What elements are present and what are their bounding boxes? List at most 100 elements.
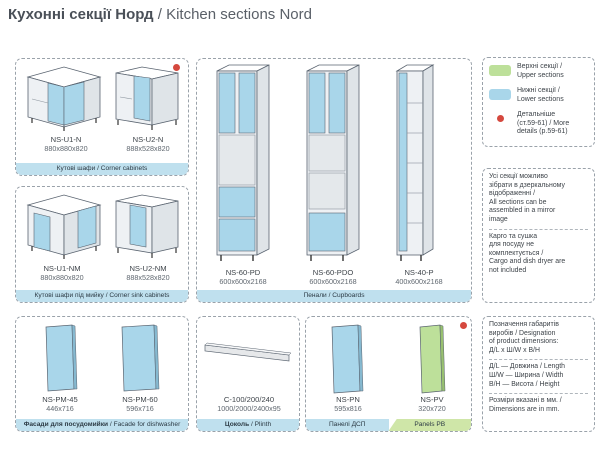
note-line: Д/L — Довжина / Length [489, 363, 565, 371]
caption-ua: Кутові шафи [56, 165, 96, 172]
note-line: зібрати в дзеркальному [489, 181, 565, 189]
caption-right: Panels PB [388, 419, 471, 431]
item-size: 888x528x820 [126, 144, 170, 153]
sink-caption: Кутові шафи під мийку / Corner sink cabi… [16, 290, 188, 302]
legend-detail-2: (ст.59-61) / More [517, 119, 570, 127]
plinth-panel: C-100/200/240 1000/2000/2400x95 Цоколь /… [196, 316, 300, 432]
plinth-caption: Цоколь / Plinth [197, 419, 299, 431]
detail-dot-icon [497, 115, 504, 122]
note-line: комплектується / [489, 249, 544, 257]
detail-marker [173, 64, 180, 71]
note-line: В/H — Висота / Height [489, 380, 560, 388]
corner-item-u2: NS-U2-N 888x528x820 [108, 135, 188, 153]
item-code: NS-U2-NM [129, 264, 167, 273]
item-code: NS-60-PD [225, 268, 261, 277]
facade-item-pm60: NS-PM-60 596x716 [100, 395, 180, 413]
note-line: Dimensions are in mm. [489, 405, 560, 413]
item-size: 888x528x820 [126, 273, 170, 282]
item-code: NS-U1-NM [43, 264, 81, 273]
panels-caption: Панелі ДСП Panels PB [306, 419, 471, 431]
note-line: Д/L x Ш/W x В/H [489, 346, 540, 354]
sink-cabinet-u1-illustration [26, 194, 102, 259]
sink-item-u1: NS-U1-NM 880x880x820 [22, 264, 102, 282]
sink-item-u2: NS-U2-NM 888x528x820 [108, 264, 188, 282]
panel-pv-illustration [419, 324, 446, 394]
item-size: 600x600x2168 [309, 277, 357, 286]
cupboard-item-pd: NS-60-PD 600x600x2168 [203, 268, 283, 286]
item-code: NS-40-P [404, 268, 434, 277]
item-code: NS-PM-60 [122, 395, 158, 404]
item-code: NS-U2-N [132, 135, 164, 144]
note-line: image [489, 215, 508, 223]
divider [489, 393, 588, 395]
note-line: виробів / Designation [489, 329, 556, 337]
facades-caption: Фасади для посудомийки / Facade for dish… [16, 419, 188, 431]
legend-upper-en: Upper sections [517, 71, 564, 79]
note-line: Розміри вказані в мм. / [489, 397, 562, 405]
corner-sink-cabinets-panel: NS-U1-NM 880x880x820 NS-U2-NM 888x528x82… [15, 186, 189, 303]
title-separator: / [153, 6, 167, 23]
caption-en: / Cupboards [326, 292, 365, 299]
chipboard-panels-panel: NS-PN 595x816 NS-PV 320x720 Панелі ДСП P… [305, 316, 472, 432]
mirror-and-cargo-note: Усі секції можливо зібрати в дзеркальном… [482, 168, 595, 303]
item-size: 880x880x820 [40, 273, 84, 282]
note-line: of product dimensions: [489, 338, 559, 346]
note-line: відображенні / [489, 190, 536, 198]
note-line: not included [489, 266, 527, 274]
cupboard-item-pdo: NS-60-PDO 600x600x2168 [293, 268, 373, 286]
item-code: NS-60-PDO [312, 268, 354, 277]
legend-lower-en: Lower sections [517, 95, 564, 103]
note-line: Позначення габаритів [489, 321, 559, 328]
caption-ua: Кутові шафи під мийку [34, 292, 104, 299]
caption-en: / Facade for dishwasher [108, 421, 181, 428]
upper-swatch [489, 65, 511, 76]
lower-swatch [489, 89, 511, 100]
cupboard-pd-illustration [216, 64, 270, 261]
dimensions-note: Позначення габаритів виробів / Designati… [482, 316, 595, 432]
legend-detail-3: details (p.59-61) [517, 128, 568, 135]
legend-upper-ua: Верхні секції / [517, 63, 563, 70]
note-line: Усі секції можливо [489, 173, 548, 180]
panel-item-pn: NS-PN 595x816 [308, 395, 388, 413]
caption-ua: Пенали [303, 292, 327, 299]
caption-left: Панелі ДСП [306, 419, 389, 431]
caption-en: / Corner cabinets [95, 165, 148, 172]
detail-marker [460, 322, 467, 329]
cupboards-caption: Пенали / Cupboards [197, 290, 471, 302]
item-code: NS-U1-N [50, 135, 82, 144]
divider [489, 359, 588, 361]
item-size: 596x716 [126, 404, 154, 413]
panel-item-pv: NS-PV 320x720 [392, 395, 472, 413]
cupboard-p-illustration [395, 64, 435, 261]
dishwasher-facades-panel: NS-PM-45 446x716 NS-PM-60 596x716 Фасади… [15, 316, 189, 432]
caption-ua: Цоколь [224, 421, 250, 428]
item-code: NS-PN [336, 395, 360, 404]
cupboard-item-p: NS-40-P 400x600x2168 [379, 268, 459, 286]
item-code: NS-PV [420, 395, 444, 404]
cupboard-pdo-illustration [306, 64, 360, 261]
note-line: для посуду не [489, 241, 534, 249]
panel-pn-illustration [331, 324, 364, 394]
sink-cabinet-u2-illustration [115, 194, 179, 258]
corner-caption: Кутові шафи / Corner cabinets [16, 163, 188, 175]
title-ua: Кухонні секції Норд [8, 6, 154, 23]
corner-cabinet-u2-illustration [115, 66, 179, 130]
corner-cabinets-panel: NS-U1-N 880x880x820 NS-U2-N 888x528x820 … [15, 58, 189, 176]
caption-en: / Plinth [249, 421, 272, 428]
item-size: 400x600x2168 [395, 277, 443, 286]
item-size: 320x720 [418, 404, 446, 413]
corner-cabinet-u1-illustration [26, 66, 102, 131]
note-line: All sections can be [489, 198, 547, 206]
plinth-item: C-100/200/240 1000/2000/2400x95 [197, 395, 301, 413]
facade-item-pm45: NS-PM-45 446x716 [20, 395, 100, 413]
note-line: Карго та сушка [489, 232, 538, 240]
divider [489, 228, 588, 230]
facade-pm45-illustration [45, 324, 78, 392]
cupboards-panel: NS-60-PD 600x600x2168 NS-60-PDO 600x600x… [196, 58, 472, 303]
item-size: 446x716 [46, 404, 74, 413]
legend: Верхні секції / Upper sections Нижні сек… [482, 57, 595, 147]
legend-lower-ua: Нижні секції / [517, 87, 560, 94]
item-code: NS-PM-45 [42, 395, 78, 404]
item-code: C-100/200/240 [223, 395, 275, 404]
facade-pm60-illustration [121, 324, 160, 392]
